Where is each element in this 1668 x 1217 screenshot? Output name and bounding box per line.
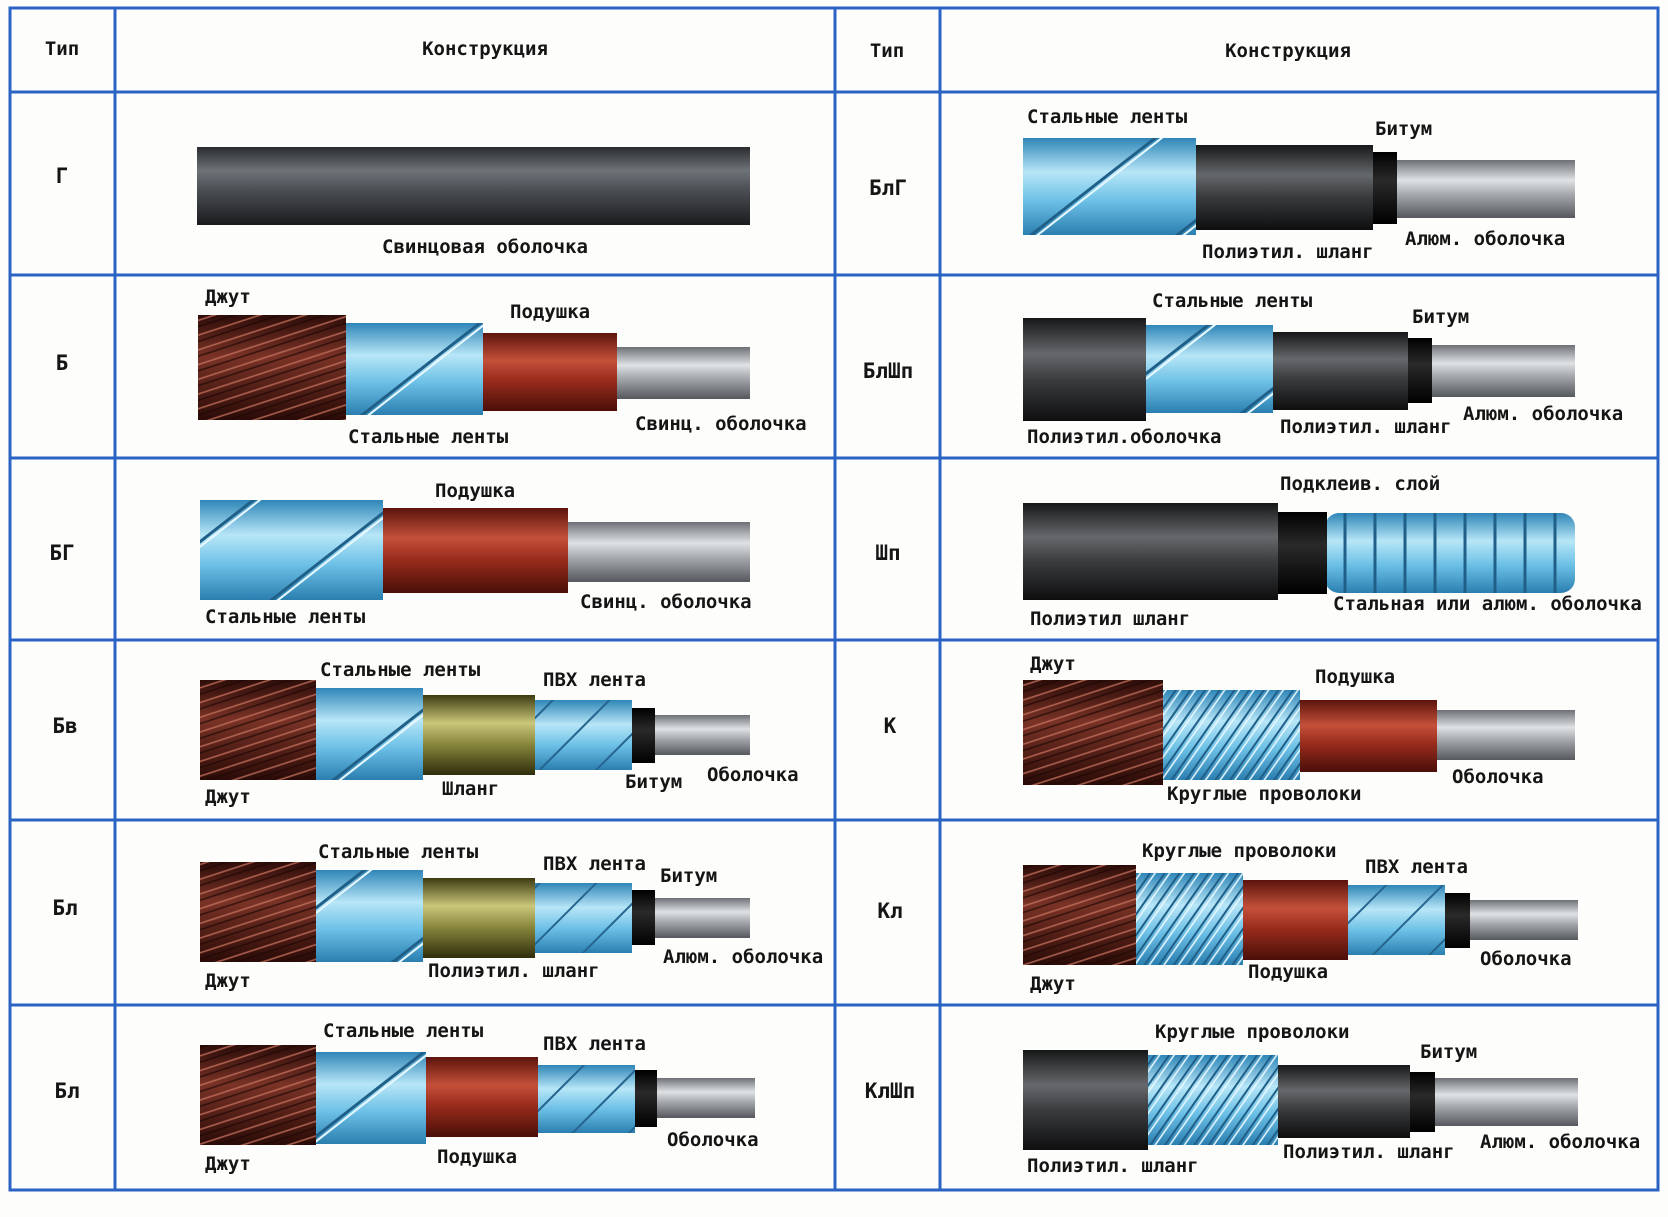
- layer-label: Полиэтил. шланг: [1027, 1155, 1199, 1177]
- row-left-4: Бв Стальные ленты ПВХ лента Джут Шланг Б…: [52, 659, 798, 808]
- cable-steel-tape-icon: [200, 680, 750, 780]
- layer-label: Подушка: [1248, 961, 1328, 983]
- layer-label: Полиэтил. шланг: [1202, 241, 1374, 263]
- layer-label: Круглые проволоки: [1142, 840, 1336, 862]
- cable-steel-tape-icon: [198, 315, 750, 420]
- layer-label: Круглые проволоки: [1167, 783, 1361, 805]
- row-right-3: Шп Подклеив. слой Полиэтил шланг Стальна…: [875, 473, 1642, 630]
- layer-label: Оболочка: [1480, 948, 1572, 970]
- table-header: Тип Конструкция Тип Конструкция: [45, 38, 1351, 62]
- cable-steel-tape-icon: [200, 500, 750, 600]
- row-right-2: БлШп Стальные ленты Битум Полиэтил.оболо…: [863, 290, 1623, 448]
- table-grid: [8, 6, 1660, 1192]
- cable-wire-armour-icon: [1023, 1050, 1578, 1150]
- layer-label: Свинц. оболочка: [635, 413, 807, 435]
- layer-label: Подклеив. слой: [1280, 473, 1440, 495]
- layer-label: Алюм. оболочка: [1463, 403, 1623, 425]
- layer-label: Полиэтил. шланг: [1283, 1141, 1455, 1163]
- layer-label: ПВХ лента: [543, 1033, 646, 1055]
- cable-steel-tape-icon: [1023, 138, 1575, 235]
- cable-steel-tape-icon: [200, 1045, 755, 1145]
- layer-label: Полиэтил. шланг: [1280, 416, 1452, 438]
- layer-label: Стальные ленты: [348, 426, 509, 448]
- layer-label: Стальные ленты: [320, 659, 481, 681]
- layer-label: Стальные ленты: [1152, 290, 1313, 312]
- layer-label: Стальная или алюм. оболочка: [1333, 593, 1642, 615]
- layer-label: Джут: [205, 786, 251, 808]
- layer-label: Полиэтил. шланг: [428, 960, 600, 982]
- layer-label: Подушка: [1315, 666, 1395, 688]
- type-label: Кл: [877, 899, 902, 923]
- row-right-6: КлШп Круглые проволоки Битум Полиэтил. ш…: [865, 1021, 1640, 1177]
- layer-label: ПВХ лента: [543, 853, 646, 875]
- layer-label: Свинц. оболочка: [580, 591, 752, 613]
- layer-label: Стальные ленты: [1027, 106, 1188, 128]
- layer-label: ПВХ лента: [543, 669, 646, 691]
- layer-label: Джут: [1030, 973, 1076, 995]
- layer-label: Джут: [205, 1153, 251, 1175]
- row-left-2: Б Джут Подушка Стальные ленты Свинц. обо…: [56, 286, 807, 448]
- type-label: Бл: [54, 1079, 79, 1103]
- row-right-1: БлГ Стальные ленты Битум Полиэтил. шланг…: [869, 106, 1575, 263]
- layer-label: Битум: [625, 771, 682, 793]
- header-type-left: Тип: [45, 38, 79, 60]
- layer-label: Подушка: [510, 301, 590, 323]
- layer-label: Стальные ленты: [323, 1020, 484, 1042]
- layer-label: Джут: [1030, 653, 1076, 675]
- layer-label: Полиэтил шланг: [1030, 608, 1190, 630]
- row-right-4: К Джут Подушка Круглые проволоки Оболочк…: [884, 653, 1575, 805]
- cable-steel-tape-icon: [200, 862, 750, 962]
- type-label: Шп: [875, 541, 900, 565]
- header-construction-left: Конструкция: [422, 38, 548, 60]
- layer-label: Круглые проволоки: [1155, 1021, 1349, 1043]
- layer-label: Битум: [660, 865, 717, 887]
- type-label: Б: [56, 351, 69, 375]
- row-left-6: Бл Стальные ленты ПВХ лента Джут Подушка…: [54, 1020, 758, 1175]
- header-construction-right: Конструкция: [1225, 40, 1351, 62]
- layer-label: Оболочка: [1452, 766, 1544, 788]
- type-label: Г: [56, 164, 69, 188]
- type-label: К: [884, 714, 897, 738]
- layer-label: Алюм. оболочка: [1405, 228, 1565, 250]
- layer-label: ПВХ лента: [1365, 856, 1468, 878]
- cable-wire-armour-icon: [1023, 865, 1578, 965]
- layer-label: Свинцовая оболочка: [382, 236, 588, 258]
- type-label: Бв: [52, 714, 77, 738]
- cable-steel-tape-icon: [1023, 318, 1575, 421]
- layer-label: Битум: [1420, 1041, 1477, 1063]
- type-label: БлШп: [863, 359, 914, 383]
- layer-label: Подушка: [437, 1146, 517, 1168]
- type-label: БлГ: [869, 176, 907, 200]
- layer-label: Алюм. оболочка: [1480, 1131, 1640, 1153]
- layer-label: Оболочка: [707, 764, 799, 786]
- layer-label: Полиэтил.оболочка: [1027, 426, 1221, 448]
- layer-label: Битум: [1375, 118, 1432, 140]
- header-type-right: Тип: [870, 40, 904, 62]
- layer-label: Стальные ленты: [205, 606, 366, 628]
- cable-lead-icon: [197, 147, 750, 225]
- row-left-1: Г Свинцовая оболочка: [56, 147, 750, 258]
- layer-label: Оболочка: [667, 1129, 759, 1151]
- layer-label: Стальные ленты: [318, 841, 479, 863]
- layer-label: Алюм. оболочка: [663, 946, 823, 968]
- type-label: Бл: [52, 896, 77, 920]
- cable-corrugated-icon: [1023, 503, 1575, 600]
- type-label: КлШп: [865, 1079, 916, 1103]
- layer-label: Джут: [205, 970, 251, 992]
- row-left-3: БГ Подушка Стальные ленты Свинц. оболочк…: [49, 480, 751, 628]
- layer-label: Джут: [205, 286, 251, 308]
- layer-label: Шланг: [442, 778, 499, 800]
- layer-label: Подушка: [435, 480, 515, 502]
- row-left-5: Бл Стальные ленты ПВХ лента Битум Джут П…: [52, 841, 823, 992]
- row-right-5: Кл Круглые проволоки ПВХ лента Джут Поду…: [877, 840, 1578, 995]
- type-label: БГ: [49, 541, 74, 565]
- layer-label: Битум: [1412, 306, 1469, 328]
- cable-wire-armour-icon: [1023, 680, 1575, 785]
